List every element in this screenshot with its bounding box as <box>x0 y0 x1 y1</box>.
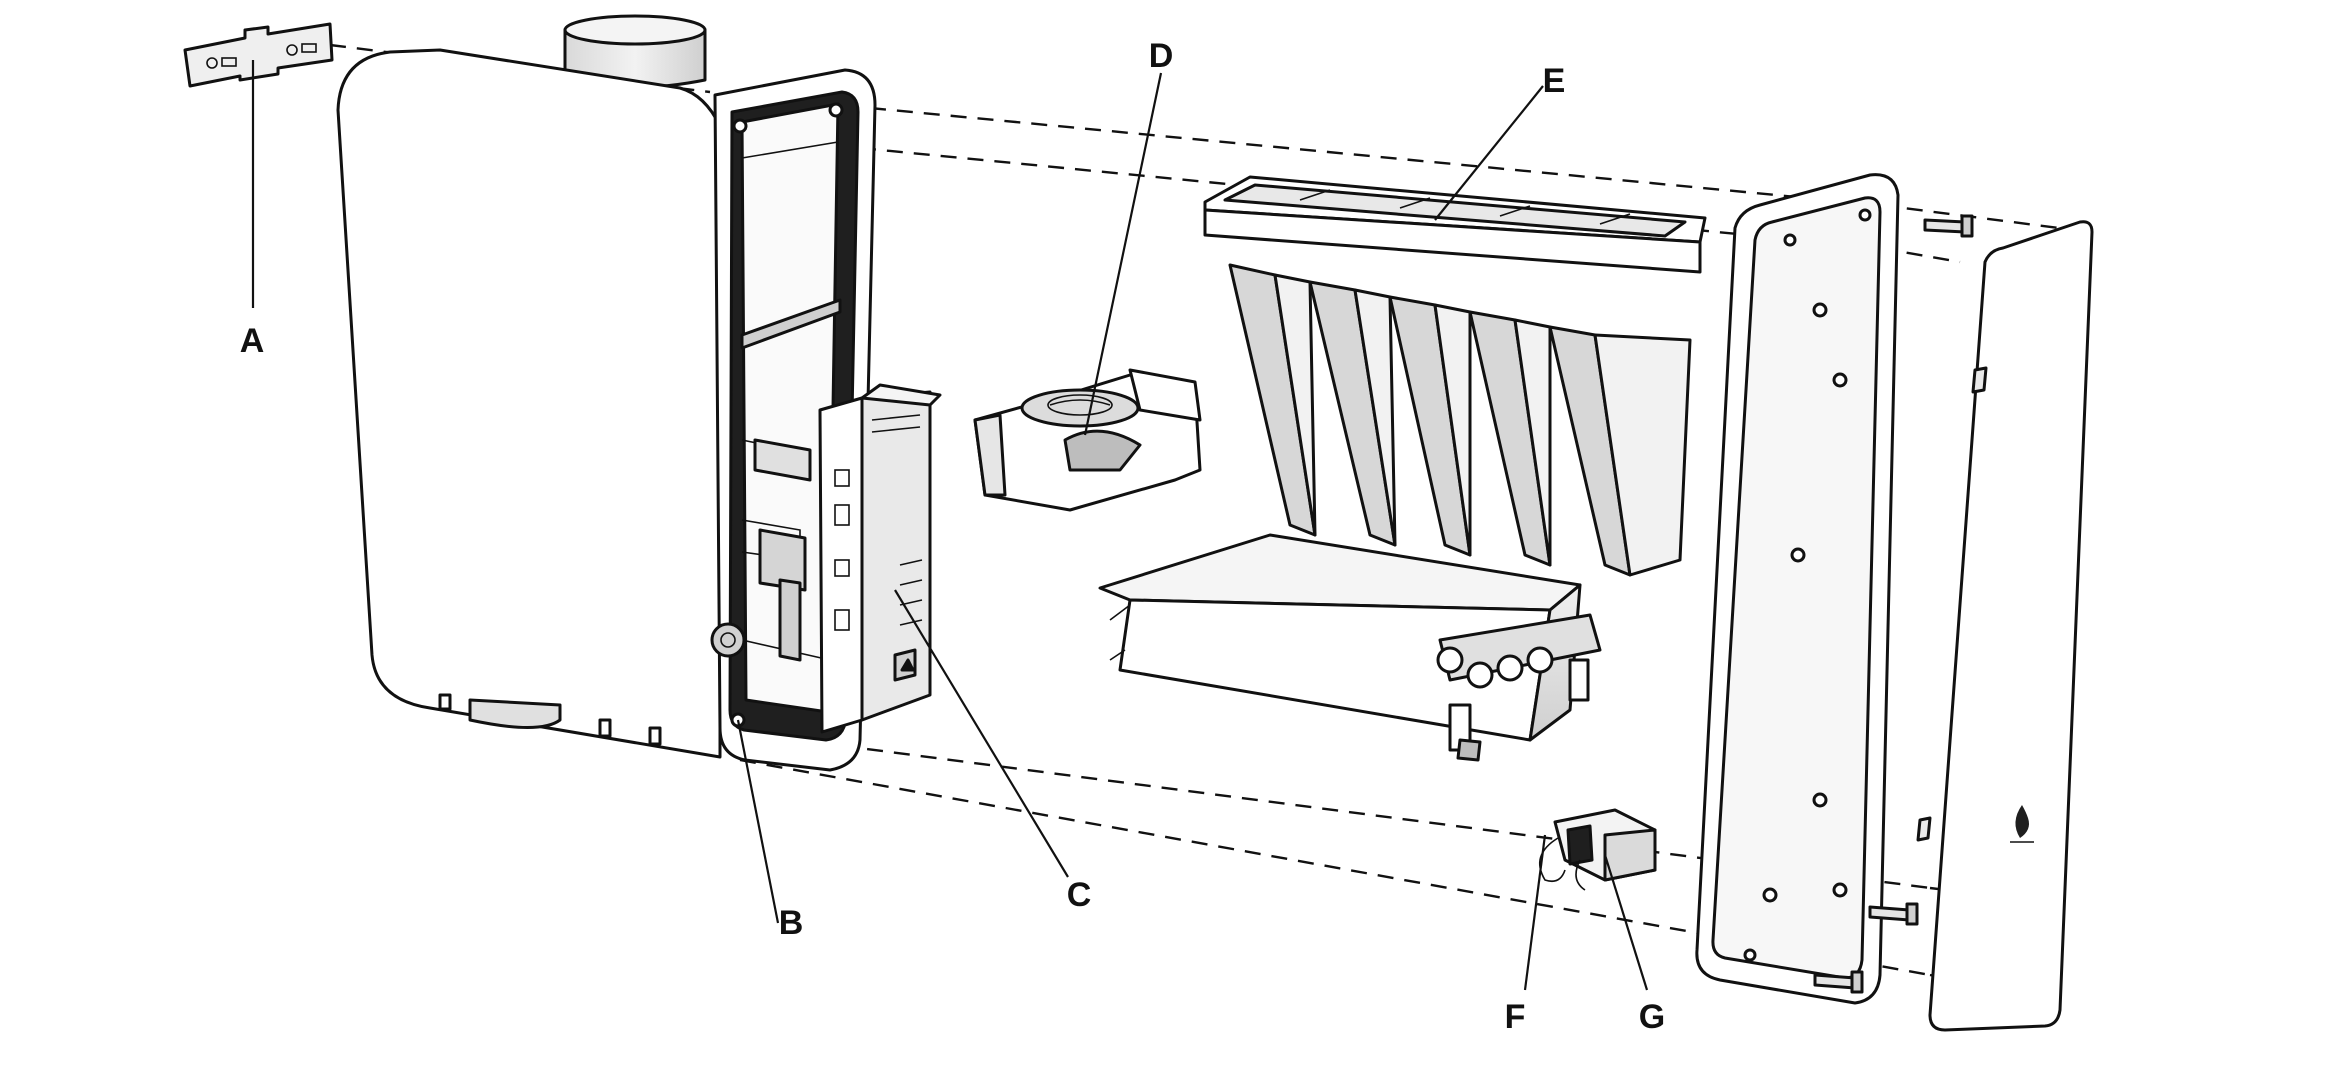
label-c: C <box>1067 876 1092 914</box>
label-d: D <box>1149 37 1174 75</box>
front-panel <box>1695 173 1900 1005</box>
label-g: G <box>1639 998 1665 1036</box>
label-b: B <box>779 904 804 942</box>
housing <box>336 14 877 772</box>
flame-logo-icon <box>2010 805 2034 843</box>
front-cover <box>1916 220 2094 1032</box>
leader-lines <box>251 60 1649 991</box>
wall-bracket <box>183 22 334 88</box>
sensor-valve-assembly <box>1538 808 1657 891</box>
burner-assembly <box>1098 533 1602 762</box>
heat-exchanger <box>1203 175 1707 577</box>
fan <box>973 368 1202 512</box>
label-e: E <box>1543 62 1566 100</box>
label-f: F <box>1505 998 1526 1036</box>
cover-screws <box>1813 214 1974 994</box>
control-board <box>818 383 942 734</box>
label-a: A <box>240 322 265 360</box>
